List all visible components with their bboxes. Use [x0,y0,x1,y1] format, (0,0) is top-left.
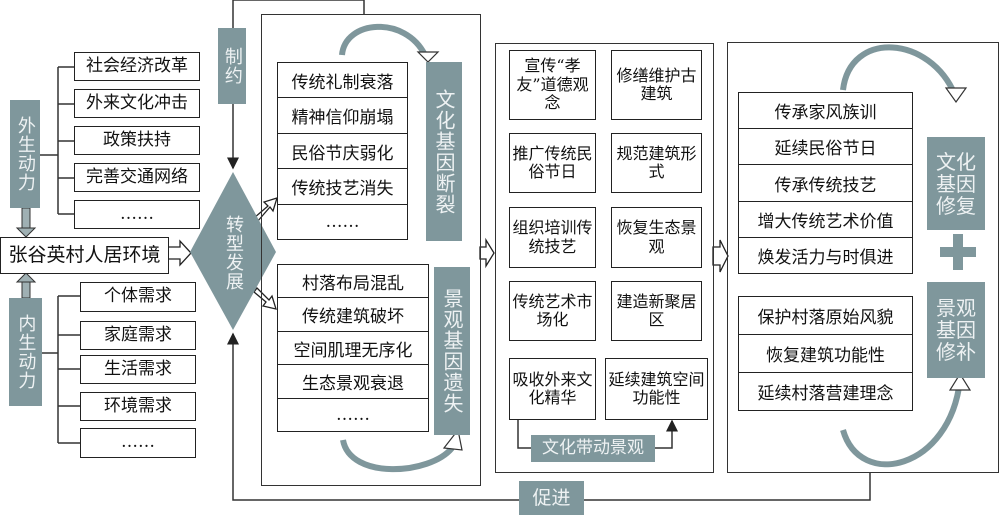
landscape-repair-list: 保护村落原始风貌 恢复建筑功能性 延续村落营建理念 [738,296,913,411]
list-item: 民俗节庆弱化 [278,134,407,170]
external-driver-label: 外生动力 [10,100,40,208]
list-item: 传承传统技艺 [739,165,912,202]
external-item: …… [74,200,200,229]
transformation-diamond [190,172,276,330]
measure-item: 建造新聚居区 [611,281,702,341]
constraint-label: 制约 [218,28,246,104]
measure-item: 恢复生态景观 [611,207,702,268]
external-item: 社会经济改革 [74,52,200,81]
promotion-label: 促进 [519,481,584,515]
external-item: 完善交通网络 [74,163,200,192]
measure-item: 规范建筑形式 [611,133,702,193]
list-item: 延续村落营建理念 [757,384,894,404]
list-item: 增大传统艺术价值 [739,202,912,238]
list-item: 保护村落原始风貌 [739,297,912,335]
internal-item: 家庭需求 [80,321,196,350]
list-item: 生态景观衰退 [278,365,428,399]
culture-loss-label: 文化基因断裂 [426,62,462,241]
measure-item: 组织培训传统技艺 [509,207,596,268]
culture-drives-landscape-label: 文化带动景观 [531,435,655,462]
landscape-repair-label: 景观基因修补 [927,282,985,378]
measure-item: 延续建筑空间功能性 [605,358,708,420]
measure-item: 推广传统民俗节日 [509,133,596,193]
transformation-label: 转型发展 [223,215,244,291]
list-item: 焕发活力与时俱进 [757,247,894,268]
external-item: 外来文化冲击 [74,89,200,118]
list-item: 空间肌理无序化 [278,332,428,366]
list-item: 精神信仰崩塌 [278,98,407,134]
loss-panel [261,14,481,486]
internal-item: 个体需求 [80,282,196,312]
measure-item: 吸收外来文化精华 [509,358,596,420]
measure-item: 宣传“孝友”道德观念 [509,50,596,120]
list-item: …… [336,404,370,425]
list-item: 恢复建筑功能性 [739,335,912,373]
internal-item: 环境需求 [80,392,196,421]
measure-item: 修缮维护古建筑 [611,50,702,120]
internal-driver-label: 内生动力 [9,298,42,406]
list-item: 传统建筑破坏 [278,298,428,332]
measure-item: 传统艺术市场化 [509,281,596,341]
list-item: …… [325,211,360,232]
plus-icon [940,234,976,270]
list-item: 传统技艺消失 [278,169,407,205]
list-item: 村落布局混乱 [278,265,428,299]
landscape-loss-label: 景观基因遗失 [434,267,470,435]
list-item: 延续民俗节日 [739,129,912,166]
culture-repair-list: 传承家风族训 延续民俗节日 传承传统技艺 增大传统艺术价值 焕发活力与时俱进 [738,92,913,274]
list-item: 传承家风族训 [739,93,912,130]
internal-item: 生活需求 [80,355,196,384]
repair-panel [727,42,999,473]
external-item: 政策扶持 [74,126,200,155]
culture-repair-label: 文化基因修复 [927,137,985,230]
culture-loss-list: 传统礼制衰落 精神信仰崩塌 民俗节庆弱化 传统技艺消失 …… [277,62,408,240]
list-item: 传统礼制衰落 [278,63,407,99]
internal-item: …… [80,428,196,458]
landscape-loss-list: 村落布局混乱 传统建筑破坏 空间肌理无序化 生态景观衰退 …… [277,264,429,432]
village-environment-box: 张谷英村人居环境 [0,237,169,274]
measures-panel [495,43,714,473]
